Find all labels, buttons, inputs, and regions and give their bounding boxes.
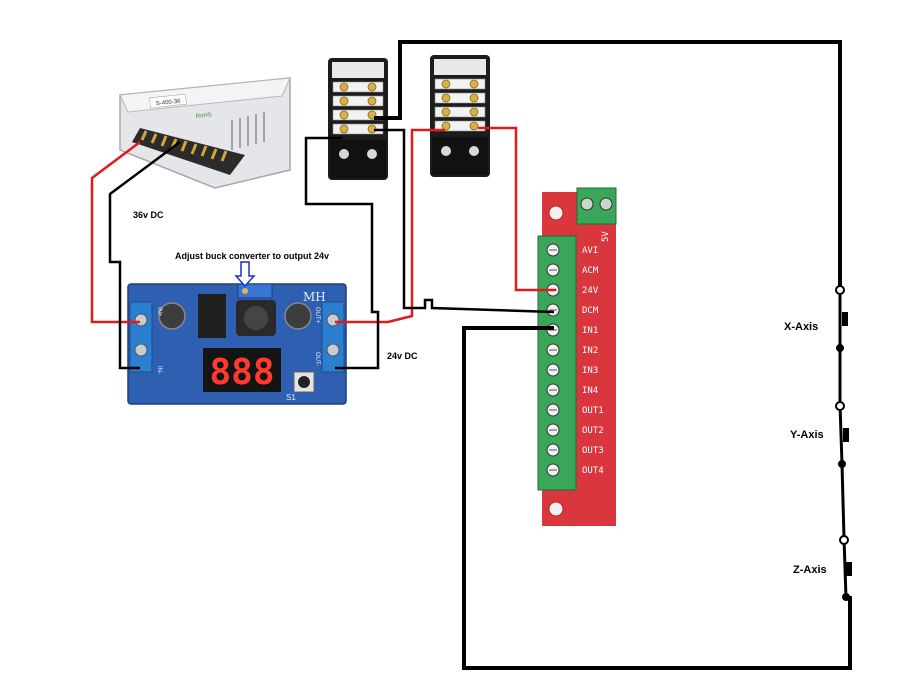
controller-pin-label-out2: OUT2 — [582, 426, 604, 436]
buck-in-minus-label: IN- — [156, 366, 162, 374]
wire-buck-output-negative — [304, 136, 380, 370]
psu-brand-label: RoHS — [196, 112, 213, 120]
buck-out-plus-label: OUT+ — [314, 307, 320, 324]
controller-pin-label-acm: ACM — [582, 266, 599, 276]
psu-voltage-label: 36v DC — [133, 210, 164, 220]
controller-pin-label-24v: 24V — [582, 286, 599, 296]
buck-out-minus-label: OUT- — [314, 352, 320, 366]
controller-pin-label-out4: OUT4 — [582, 466, 604, 476]
buck-in-plus-label: IN+ — [156, 307, 162, 317]
controller-pin-label-in3: IN3 — [582, 366, 598, 376]
wire-24v-supply — [478, 126, 556, 292]
wires — [90, 40, 852, 670]
controller-pin-label-in2: IN2 — [582, 346, 598, 356]
y-axis-switch — [835, 401, 849, 468]
wire-loop-top — [374, 40, 842, 286]
controller-pin-label-in1: IN1 — [582, 326, 598, 336]
z-axis-label: Z-Axis — [793, 564, 827, 576]
power-supply: S-400-36 RoHS — [119, 77, 291, 189]
buck-display: 888 — [209, 352, 274, 393]
controller-pin-label-out3: OUT3 — [582, 446, 604, 456]
terminal-block-1 — [328, 58, 388, 180]
y-axis-label: Y-Axis — [790, 429, 824, 441]
controller-pin-label-avi: AVI — [582, 246, 598, 256]
x-axis-switch — [835, 285, 848, 352]
wire-psu-positive — [90, 141, 141, 324]
x-axis-label: X-Axis — [784, 321, 818, 333]
buck-converter: 888 MH IN+ IN- OUT+ OUT- S1 — [127, 283, 347, 405]
wire-dcm — [374, 128, 555, 314]
controller-top-label: 5V — [601, 231, 611, 242]
buck-brand-label: MH — [303, 290, 326, 304]
adjust-arrow-icon — [234, 261, 256, 288]
controller-pin-label-in4: IN4 — [582, 386, 598, 396]
wire-psu-negative — [108, 140, 181, 370]
controller-board: 5V AVI ACM 24V DCM IN1IN2IN3IN4OUT1OUT2OUT3O… — [537, 187, 617, 526]
terminal-block-2 — [430, 55, 490, 177]
wire-loop-bottom — [462, 326, 852, 670]
controller-pin-label-out1: OUT1 — [582, 406, 604, 416]
axis-switch-chain — [838, 292, 848, 599]
buck-adjust-note: Adjust buck converter to output 24v — [175, 251, 329, 261]
wire-buck-output-positive — [335, 128, 445, 324]
z-axis-switch — [839, 535, 852, 601]
psu-model-label: S-400-36 — [156, 99, 182, 108]
buck-output-label: 24v DC — [387, 351, 418, 361]
controller-pin-label-dcm: DCM — [582, 306, 599, 316]
buck-button-label: S1 — [286, 393, 296, 402]
